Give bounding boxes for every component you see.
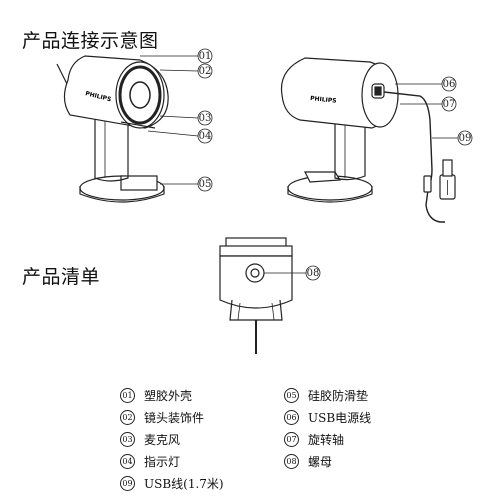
- callout-02: 02: [199, 66, 212, 77]
- anti-slip-pad: [120, 175, 158, 191]
- legend-item: 03 麦克风: [120, 431, 180, 448]
- legend-item: 04 指示灯: [120, 453, 180, 470]
- legend-label: 指示灯: [144, 455, 181, 469]
- legend-number: 07: [284, 432, 299, 447]
- legend-item: 07 旋转轴: [284, 431, 344, 448]
- legend-label: USB电源线: [308, 411, 372, 425]
- legend-label: 旋转轴: [308, 433, 345, 447]
- legend-item: 08 螺母: [284, 453, 332, 470]
- legend-number: 05: [284, 388, 299, 403]
- callout-01: 01: [199, 51, 212, 62]
- connection-diagram-title: 产品连接示意图: [22, 30, 159, 52]
- legend-number: 03: [120, 432, 135, 447]
- camera-front-view: [56, 55, 169, 203]
- callout-07: 07: [443, 99, 456, 110]
- legend-number: 04: [120, 454, 135, 469]
- legend-item: 09 USB线(1.7米): [120, 475, 224, 492]
- legend-number: 09: [120, 476, 135, 491]
- callout-06: 06: [443, 79, 456, 90]
- legend-label: 塑胶外壳: [144, 389, 193, 403]
- callout-09: 09: [459, 133, 472, 144]
- legend-item: 01 塑胶外壳: [120, 387, 192, 404]
- legend-number: 01: [120, 388, 135, 403]
- legend-label: 螺母: [308, 455, 333, 469]
- legend-number: 06: [284, 410, 299, 425]
- legend-label: 麦克风: [144, 433, 181, 447]
- camera-bottom-view: [219, 237, 321, 354]
- legend-item: 06 USB电源线: [284, 409, 371, 426]
- legend-number: 08: [284, 454, 299, 469]
- legend-label: 硅胶防滑垫: [308, 389, 369, 403]
- product-list-title: 产品清单: [22, 266, 101, 288]
- callout-05: 05: [199, 179, 212, 190]
- legend-label: USB线(1.7米): [144, 477, 224, 491]
- legend-number: 02: [120, 410, 135, 425]
- nut-icon: [245, 263, 265, 283]
- callout-03: 03: [199, 113, 212, 124]
- camera-rear-view: [280, 57, 456, 223]
- legend-item: 02 镜头装饰件: [120, 409, 204, 426]
- callout-04: 04: [199, 131, 212, 142]
- brand-logo-rear: PHILIPS: [310, 95, 337, 105]
- legend-item: 05 硅胶防滑垫: [284, 387, 368, 404]
- legend-label: 镜头装饰件: [144, 411, 205, 425]
- callout-08: 08: [307, 268, 320, 279]
